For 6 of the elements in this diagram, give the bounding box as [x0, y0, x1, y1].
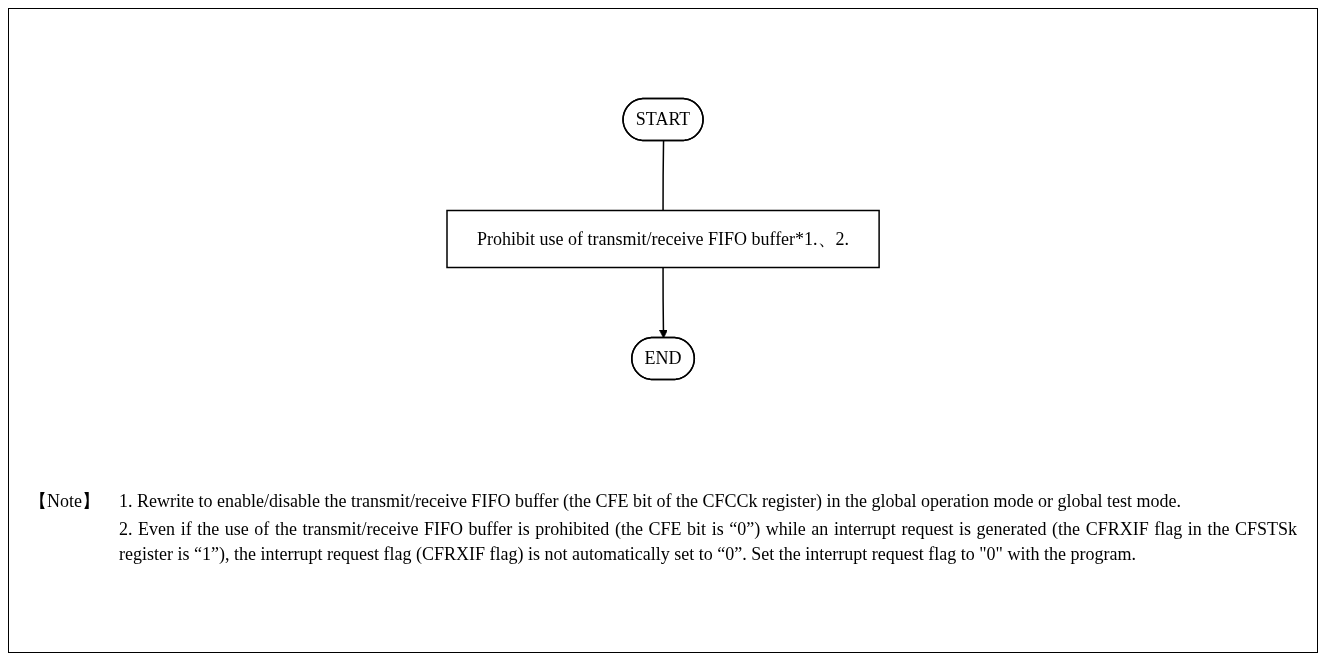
arrow	[659, 266, 668, 339]
note-text: 2. Even if the use of the transmit/receive FIFO buffer is prohibited (the CFE bit is “0”) while an interrupt request is generated (the CFRXIF flag in the CFSTSk register is “1”), the interrupt request flag (CFRXIF flag) is not automatically set to “0”. Set the interrupt request flag to "0" with the program.	[119, 518, 1297, 566]
note-text: 1. Rewrite to enable/disable the transmit/receive FIFO buffer (the CFE bit of the CFCCk register) in the global operation mode or global test mode.	[119, 490, 1182, 513]
note-heading: 【Note】	[29, 490, 101, 513]
node-box: Prohibit use of transmit/receive FIFO buffer*1.、2.	[446, 209, 880, 269]
connector	[662, 140, 665, 212]
